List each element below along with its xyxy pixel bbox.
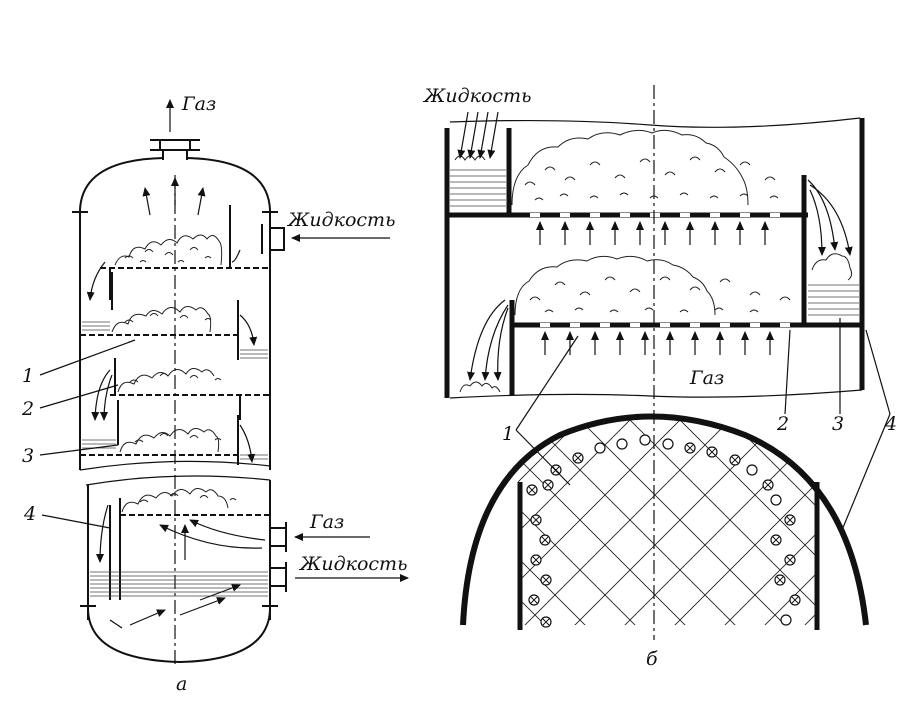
- tray-4: [80, 400, 240, 465]
- callout-2-left: 2: [21, 398, 34, 420]
- column-shell: [72, 139, 287, 665]
- label-gas-in-right: Газ: [689, 367, 724, 389]
- flow-arrows-right: [457, 111, 853, 381]
- callout-leaders-left: [39, 339, 136, 529]
- callout-3-right: 3: [832, 413, 844, 435]
- callout-3-left: 3: [22, 445, 34, 467]
- tray-section: [444, 85, 865, 640]
- label-liquid-in-right: Жидкость: [422, 85, 531, 107]
- tray-5: [109, 498, 270, 600]
- tray-3: [110, 358, 270, 420]
- flow-arrows-left: [86, 99, 409, 629]
- label-gas-out: Газ: [181, 93, 216, 115]
- label-gas-in: Газ: [309, 511, 344, 533]
- tray-2: [80, 272, 240, 360]
- caption-b: б: [646, 648, 658, 670]
- foam-layers-left: [111, 234, 237, 513]
- callout-4-left: 4: [23, 503, 36, 525]
- callout-4-right: 4: [884, 413, 897, 435]
- label-liquid-in: Жидкость: [286, 209, 395, 231]
- callout-leaders-right: [515, 318, 891, 531]
- liquid-pools-right: [450, 169, 859, 316]
- callout-1-left: 1: [22, 365, 34, 387]
- callout-1-right: 1: [502, 423, 514, 445]
- caption-a: а: [176, 673, 187, 695]
- callout-2-right: 2: [776, 413, 789, 435]
- tray-1: [100, 205, 270, 300]
- label-liquid-out: Жидкость: [298, 553, 407, 575]
